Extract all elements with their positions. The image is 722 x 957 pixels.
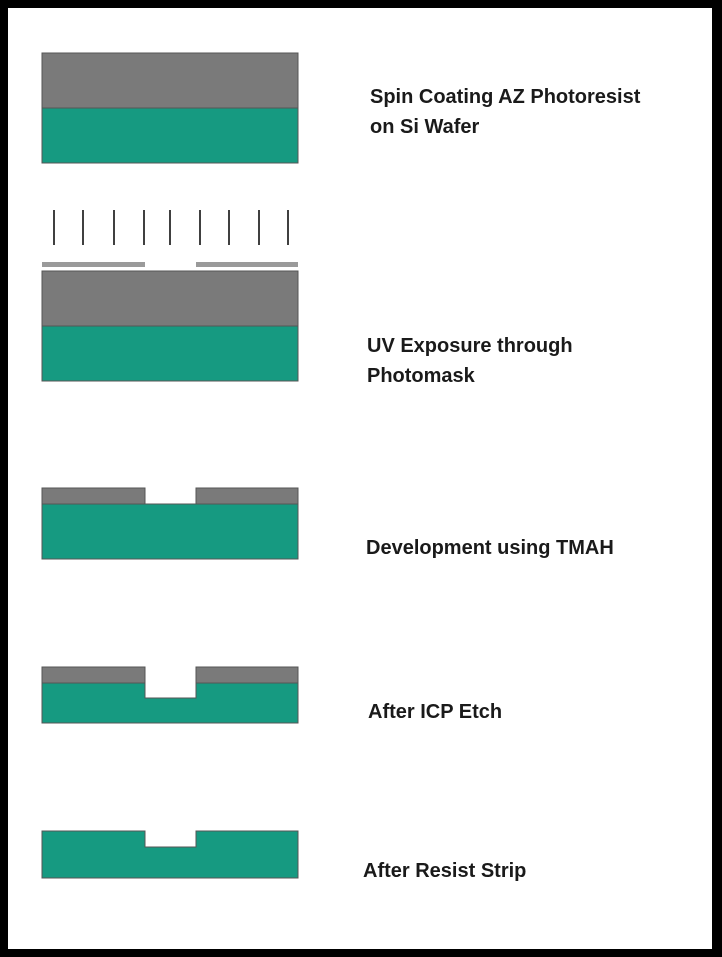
- photomask-left: [42, 262, 145, 267]
- photoresist-layer: [41, 270, 299, 327]
- step-uv-exposure-label: UV Exposure through Photomask: [367, 331, 573, 391]
- step-development-label: Development using TMAH: [366, 533, 614, 563]
- photoresist-layer: [41, 52, 299, 109]
- step-development-illustration: [41, 487, 299, 560]
- photoresist-right: [195, 666, 299, 684]
- photomask-right: [196, 262, 298, 267]
- step-icp-etch-illustration: [41, 666, 299, 724]
- si-wafer: [41, 325, 299, 382]
- step-uv-exposure-illustration: [41, 210, 299, 382]
- etched-si-wafer: [41, 682, 299, 724]
- label-line: Photomask: [367, 365, 475, 387]
- photoresist-right: [195, 487, 299, 505]
- label-line: UV Exposure through: [367, 335, 573, 357]
- step-spin-coat-label: Spin Coating AZ Photoresist on Si Wafer: [370, 82, 640, 142]
- label-line: After ICP Etch: [368, 701, 503, 723]
- uv-rays: [53, 210, 289, 245]
- label-line: on Si Wafer: [370, 116, 480, 138]
- photoresist-left: [41, 487, 146, 505]
- step-spin-coat-illustration: [41, 52, 299, 164]
- step-resist-strip-illustration: [41, 830, 299, 879]
- process-flow-figure: Spin Coating AZ Photoresist on Si Wafer …: [8, 8, 712, 949]
- label-line: Spin Coating AZ Photoresist: [370, 86, 641, 108]
- step-resist-strip-label: After Resist Strip: [363, 856, 526, 886]
- process-flow-diagram: [41, 52, 299, 879]
- step-icp-etch-label: After ICP Etch: [368, 697, 502, 727]
- etched-si-wafer: [41, 830, 299, 879]
- photoresist-left: [41, 666, 146, 684]
- si-wafer: [41, 107, 299, 164]
- si-wafer: [41, 503, 299, 560]
- label-line: Development using TMAH: [366, 537, 614, 559]
- label-line: After Resist Strip: [363, 860, 527, 882]
